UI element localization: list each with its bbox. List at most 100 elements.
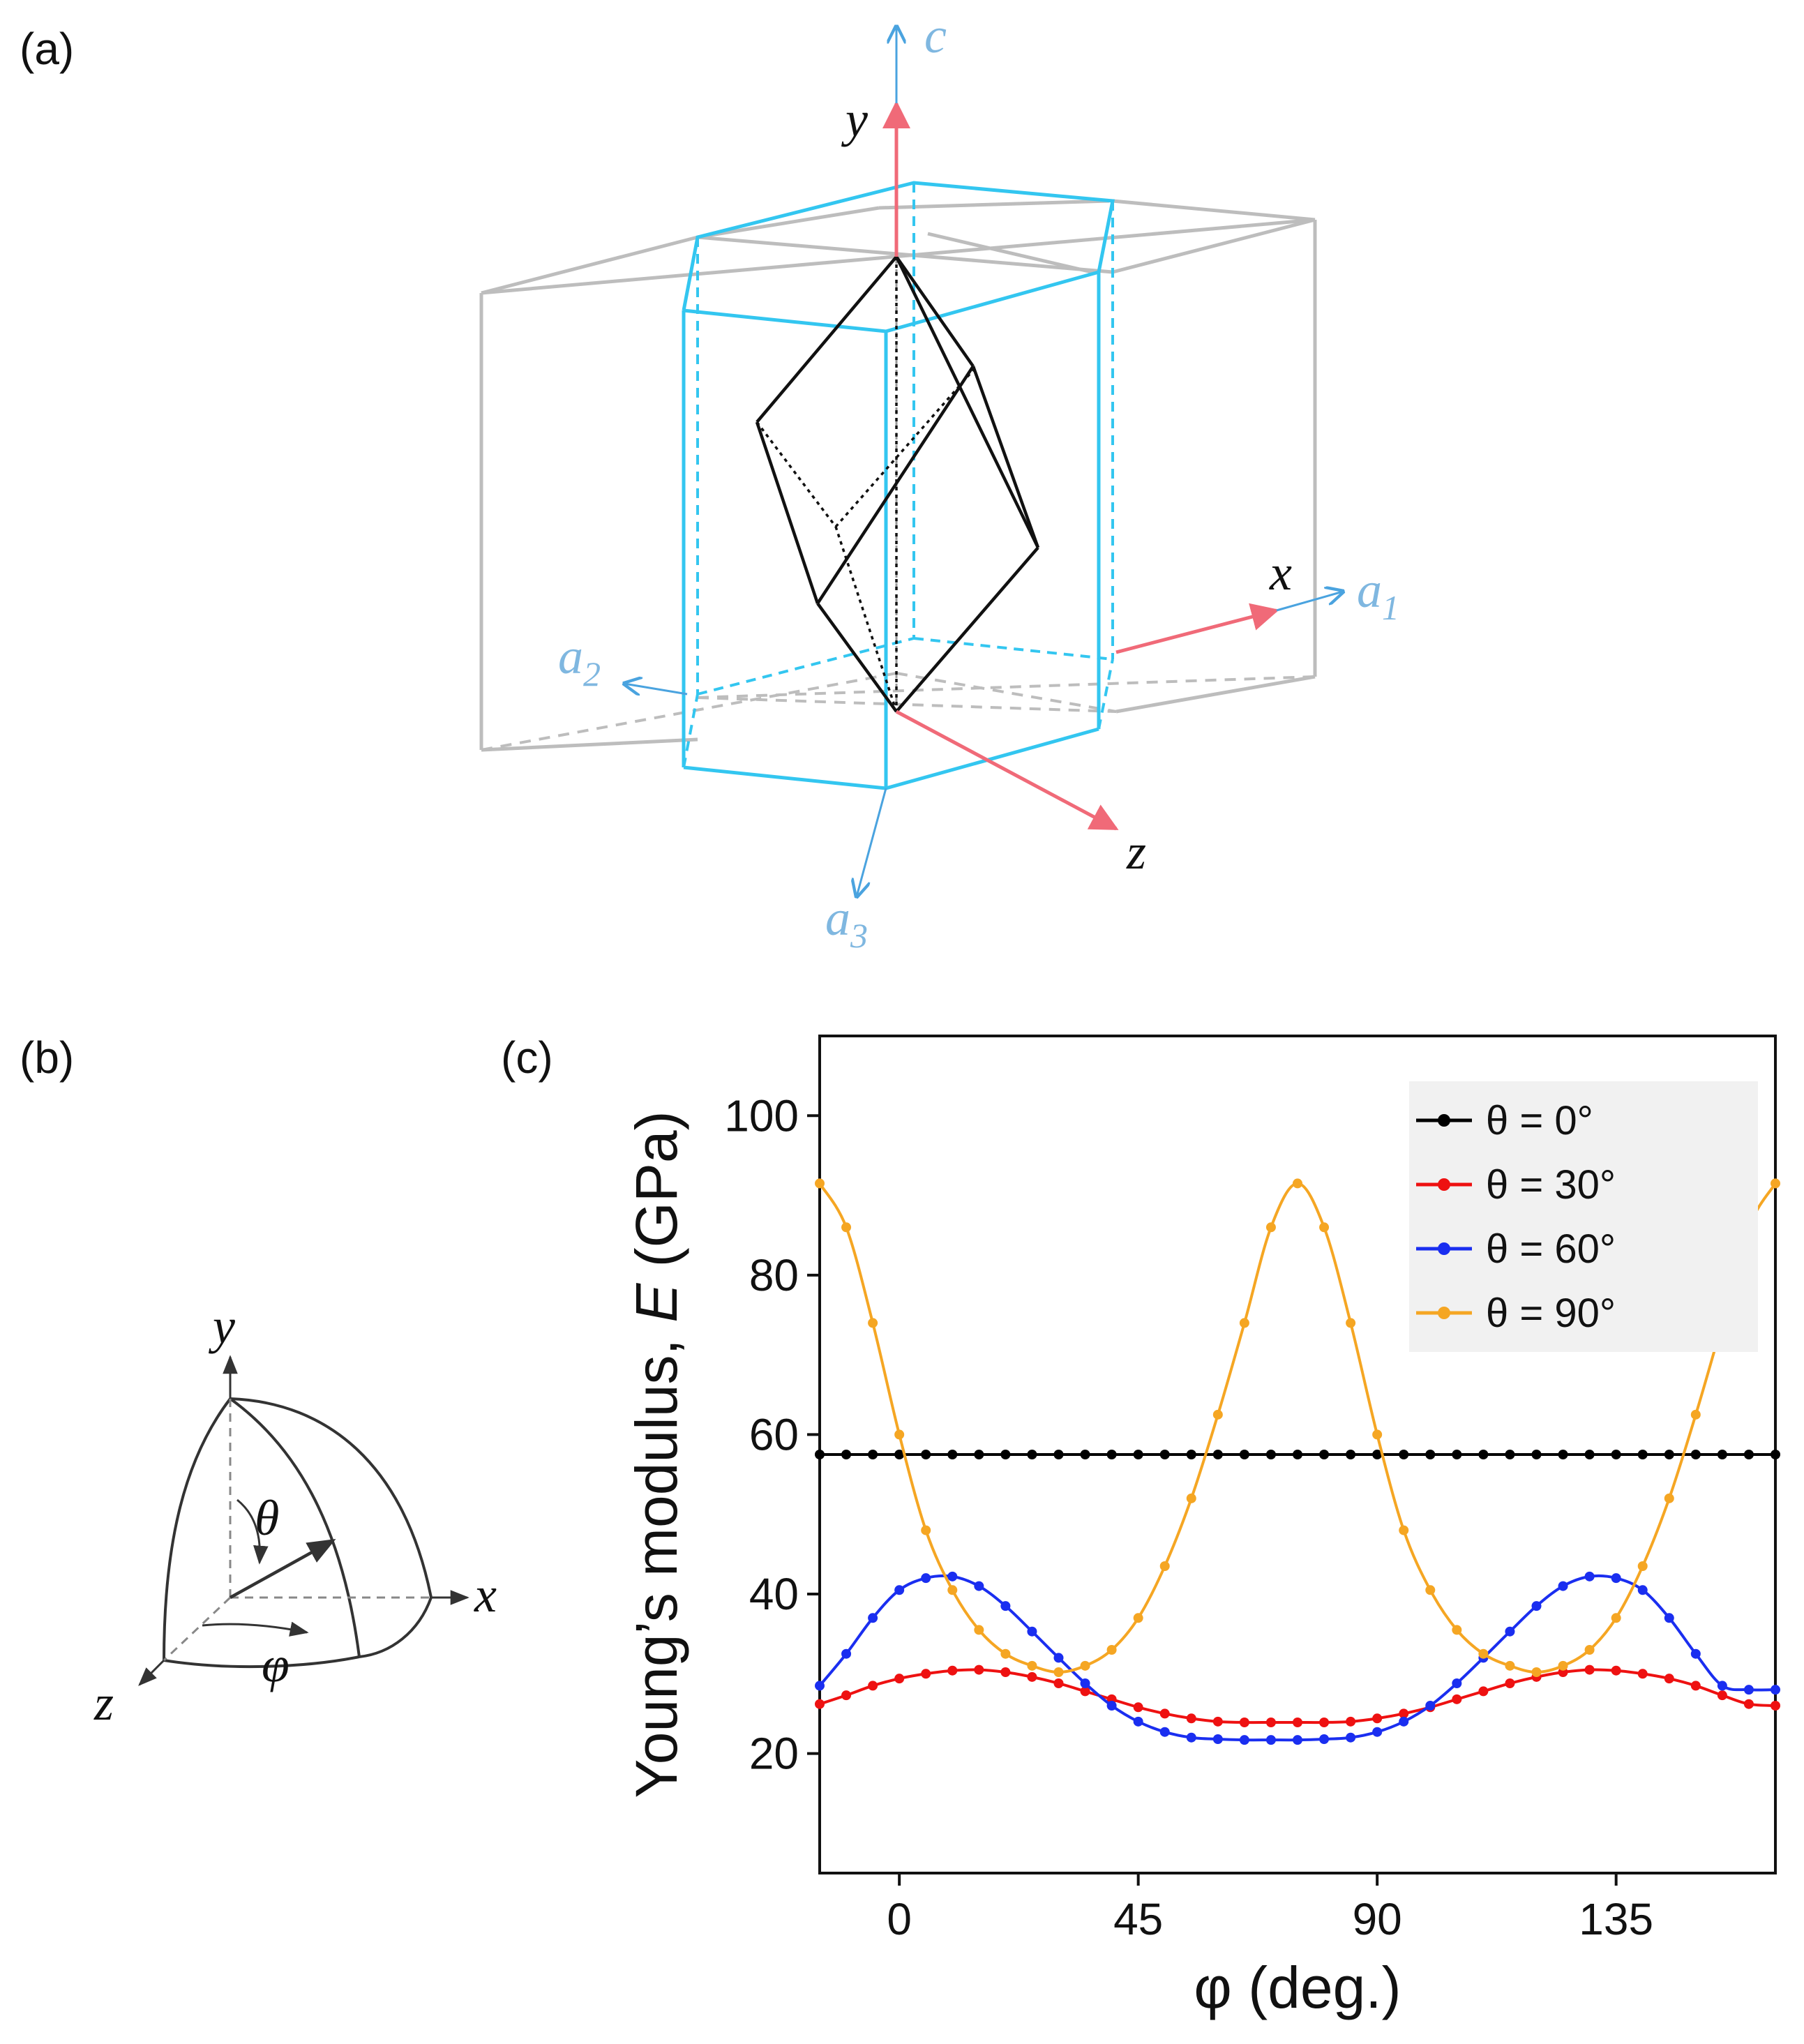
panel-b-label: (b)	[20, 1032, 74, 1083]
data-point	[1505, 1626, 1515, 1637]
x-tick-label: 0	[887, 1894, 912, 1944]
data-point	[1186, 1493, 1196, 1503]
data-point	[1106, 1701, 1117, 1711]
data-point	[974, 1664, 984, 1675]
data-point	[1452, 1694, 1462, 1704]
data-point	[1771, 1450, 1780, 1459]
data-point	[1319, 1718, 1330, 1727]
orthorhombic-box	[479, 199, 1317, 752]
series-1	[815, 1664, 1780, 1727]
legend-swatch-point	[1438, 1114, 1450, 1127]
a3-axis-arrow	[857, 788, 887, 896]
data-point	[894, 1674, 905, 1684]
panel-a-a3-label: a3	[825, 890, 868, 955]
panel-a-crystal-diagram: (a)	[20, 8, 1399, 955]
data-point	[1690, 1450, 1701, 1459]
data-point	[1265, 1735, 1276, 1745]
data-point	[1611, 1450, 1621, 1459]
data-point	[1425, 1585, 1436, 1595]
data-point	[1159, 1727, 1170, 1737]
data-point	[868, 1450, 878, 1459]
data-point	[974, 1625, 984, 1635]
panel-c-label: (c)	[501, 1032, 553, 1083]
data-point	[1664, 1493, 1674, 1503]
x-tick-label: 45	[1113, 1894, 1163, 1944]
data-point	[1558, 1660, 1568, 1671]
legend-swatch-point	[1438, 1307, 1450, 1319]
data-point	[1399, 1450, 1409, 1459]
data-point	[1159, 1561, 1170, 1571]
legend-swatch-point	[1438, 1178, 1450, 1191]
legend-box	[1409, 1081, 1758, 1352]
sphere-axes	[138, 1355, 469, 1686]
data-point	[1000, 1648, 1011, 1659]
data-point	[1053, 1667, 1064, 1677]
data-point	[1053, 1450, 1064, 1459]
phi-label: φ	[262, 1637, 290, 1692]
data-point	[1346, 1318, 1356, 1328]
data-point	[1133, 1716, 1143, 1727]
data-point	[1133, 1450, 1143, 1459]
data-point	[894, 1450, 905, 1459]
data-point	[815, 1681, 825, 1691]
data-point	[1452, 1450, 1462, 1459]
data-point	[1239, 1735, 1249, 1745]
data-point	[1452, 1625, 1462, 1635]
hexagonal-cell-hidden-edges	[682, 183, 1114, 768]
data-point	[1027, 1450, 1037, 1459]
data-point	[841, 1690, 852, 1701]
data-point	[1372, 1450, 1383, 1459]
data-point	[1771, 1685, 1780, 1695]
legend-label: θ = 90°	[1486, 1291, 1616, 1336]
data-point	[1346, 1450, 1356, 1459]
panel-a-a2-label: a2	[558, 629, 601, 693]
data-point	[1558, 1581, 1568, 1591]
data-point	[1027, 1626, 1037, 1637]
data-point	[1000, 1450, 1011, 1459]
data-point	[1531, 1450, 1542, 1459]
data-point	[1584, 1664, 1595, 1675]
data-point	[1319, 1450, 1330, 1459]
data-point	[894, 1429, 905, 1440]
data-point	[921, 1669, 931, 1679]
data-point	[1346, 1716, 1356, 1727]
data-point	[1505, 1678, 1515, 1688]
data-point	[1425, 1450, 1436, 1459]
data-point	[947, 1585, 958, 1595]
data-point	[1080, 1686, 1090, 1697]
data-point	[1319, 1222, 1330, 1233]
data-point	[1717, 1690, 1727, 1701]
data-point	[1186, 1713, 1196, 1724]
hexagonal-cell	[682, 181, 1115, 790]
data-point	[1186, 1450, 1196, 1459]
data-point	[921, 1573, 931, 1584]
data-point	[1319, 1734, 1330, 1744]
orthorhombic-box-hidden-edges	[481, 672, 1316, 751]
data-point	[1027, 1660, 1037, 1671]
data-point	[1159, 1450, 1170, 1459]
x-axis-arrow	[1115, 603, 1279, 654]
data-point	[1212, 1409, 1223, 1420]
data-point	[1425, 1701, 1436, 1711]
series-line	[818, 1574, 1776, 1742]
data-point	[1027, 1671, 1037, 1682]
data-point	[1372, 1429, 1383, 1440]
data-point	[1664, 1613, 1674, 1623]
data-point	[1399, 1708, 1409, 1719]
data-point	[1717, 1681, 1727, 1691]
data-point	[1265, 1718, 1276, 1727]
y-tick-label: 60	[749, 1409, 799, 1459]
data-point	[1080, 1450, 1090, 1459]
rhombohedral-cell	[755, 255, 1040, 713]
data-point	[868, 1681, 878, 1691]
data-point	[1080, 1678, 1090, 1688]
data-point	[1239, 1718, 1249, 1727]
panel-a-z-label: z	[1126, 824, 1146, 880]
data-point	[947, 1571, 958, 1581]
data-point	[1212, 1716, 1223, 1727]
chart-series	[815, 1178, 1780, 1745]
data-point	[1053, 1678, 1064, 1688]
data-point	[1053, 1653, 1064, 1663]
